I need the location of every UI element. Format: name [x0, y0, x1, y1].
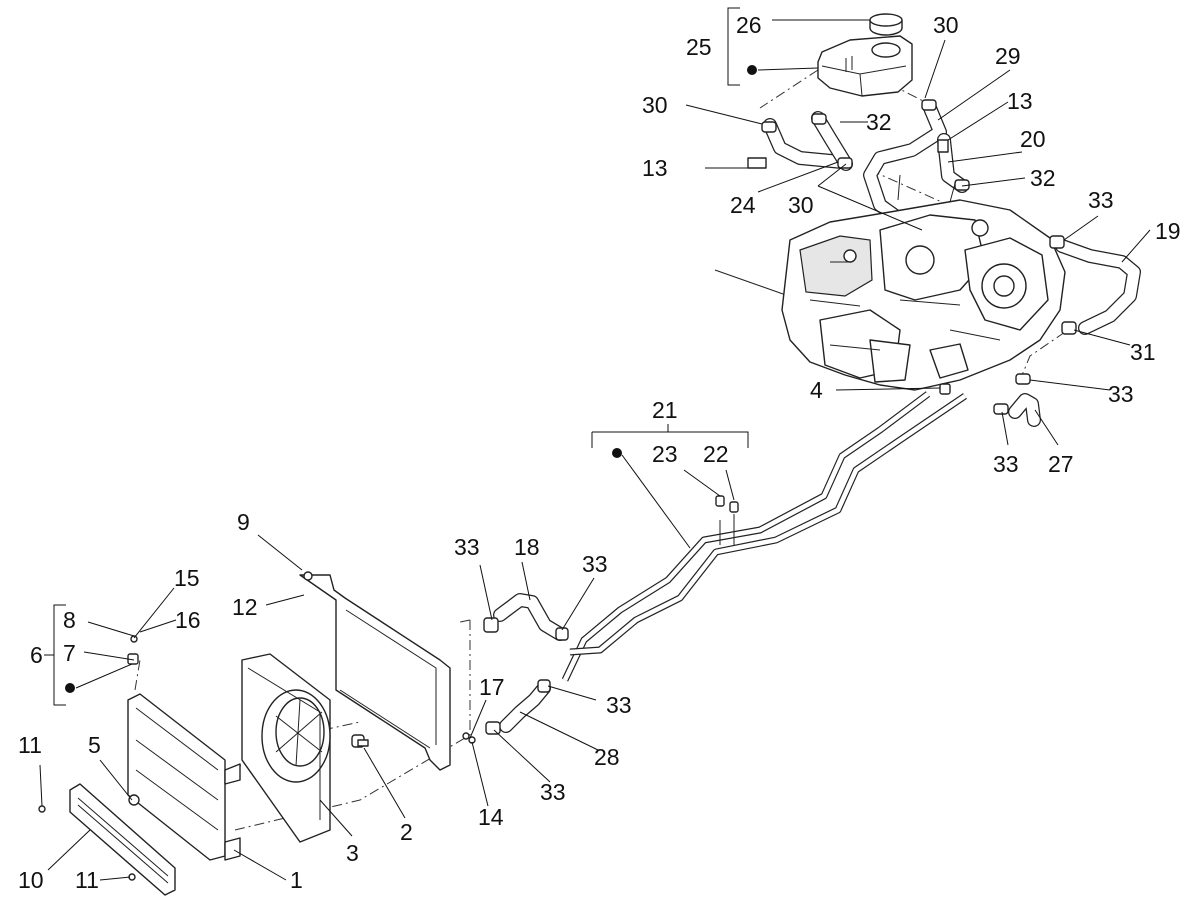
callout-19: 19 — [1155, 218, 1181, 244]
kit-marker-6 — [65, 683, 75, 693]
callout-32: 32 — [866, 109, 892, 135]
callout-30: 30 — [788, 192, 814, 218]
callout-21: 21 — [652, 397, 678, 423]
small-fasteners — [38, 635, 476, 881]
callout-17: 17 — [479, 674, 505, 700]
kit-markers — [65, 65, 757, 693]
callout-26: 26 — [736, 12, 762, 38]
callout-12: 12 — [232, 594, 258, 620]
callout-10: 10 — [18, 867, 44, 893]
callout-32: 32 — [1030, 165, 1056, 191]
callout-13: 13 — [1007, 88, 1033, 114]
callout-22: 22 — [703, 441, 729, 467]
callout-8: 8 — [63, 607, 76, 633]
grille-panel — [69, 783, 176, 896]
tank-cap — [869, 13, 903, 36]
callout-labels: 26 25 30 29 30 32 13 20 13 32 24 30 33 1… — [18, 12, 1181, 893]
hose-28 — [485, 679, 551, 735]
callout-9: 9 — [237, 509, 250, 535]
callout-3: 3 — [346, 840, 359, 866]
callout-33: 33 — [540, 779, 566, 805]
hose-18 — [483, 593, 569, 641]
hose-19 — [1049, 235, 1141, 335]
mounting-frame — [299, 571, 451, 771]
callout-27: 27 — [1048, 451, 1074, 477]
expansion-tank — [817, 35, 913, 97]
callout-24: 24 — [730, 192, 756, 218]
callout-29: 29 — [995, 43, 1021, 69]
kit-marker-21 — [612, 448, 622, 458]
callout-33: 33 — [1088, 187, 1114, 213]
callout-23: 23 — [652, 441, 678, 467]
callout-2: 2 — [400, 819, 413, 845]
callout-20: 20 — [1020, 126, 1046, 152]
callout-4: 4 — [810, 377, 823, 403]
engine-block — [714, 174, 1066, 391]
callout-15: 15 — [174, 565, 200, 591]
callout-33: 33 — [993, 451, 1019, 477]
callout-6: 6 — [30, 642, 43, 668]
callout-33: 33 — [1108, 381, 1134, 407]
callout-11: 11 — [18, 732, 42, 758]
callout-30: 30 — [642, 92, 668, 118]
callout-5: 5 — [88, 732, 101, 758]
callout-13: 13 — [642, 155, 668, 181]
callout-11: 11 — [75, 867, 99, 893]
kit-marker-25 — [747, 65, 757, 75]
callout-31: 31 — [1130, 339, 1156, 365]
leader-lines — [39, 7, 1151, 881]
fan-shroud — [241, 653, 365, 843]
tank-hoses — [747, 99, 970, 237]
callout-14: 14 — [478, 804, 504, 830]
callout-30: 30 — [933, 12, 959, 38]
callout-7: 7 — [63, 640, 76, 666]
radiator — [127, 693, 241, 861]
callout-1: 1 — [290, 867, 303, 893]
hose-27 — [993, 373, 1041, 427]
callout-28: 28 — [594, 744, 620, 770]
callout-33: 33 — [582, 551, 608, 577]
callout-16: 16 — [175, 607, 201, 633]
callout-18: 18 — [514, 534, 540, 560]
coolant-pipes — [561, 383, 967, 682]
callout-33: 33 — [454, 534, 480, 560]
callout-33: 33 — [606, 692, 632, 718]
callout-25: 25 — [686, 34, 712, 60]
